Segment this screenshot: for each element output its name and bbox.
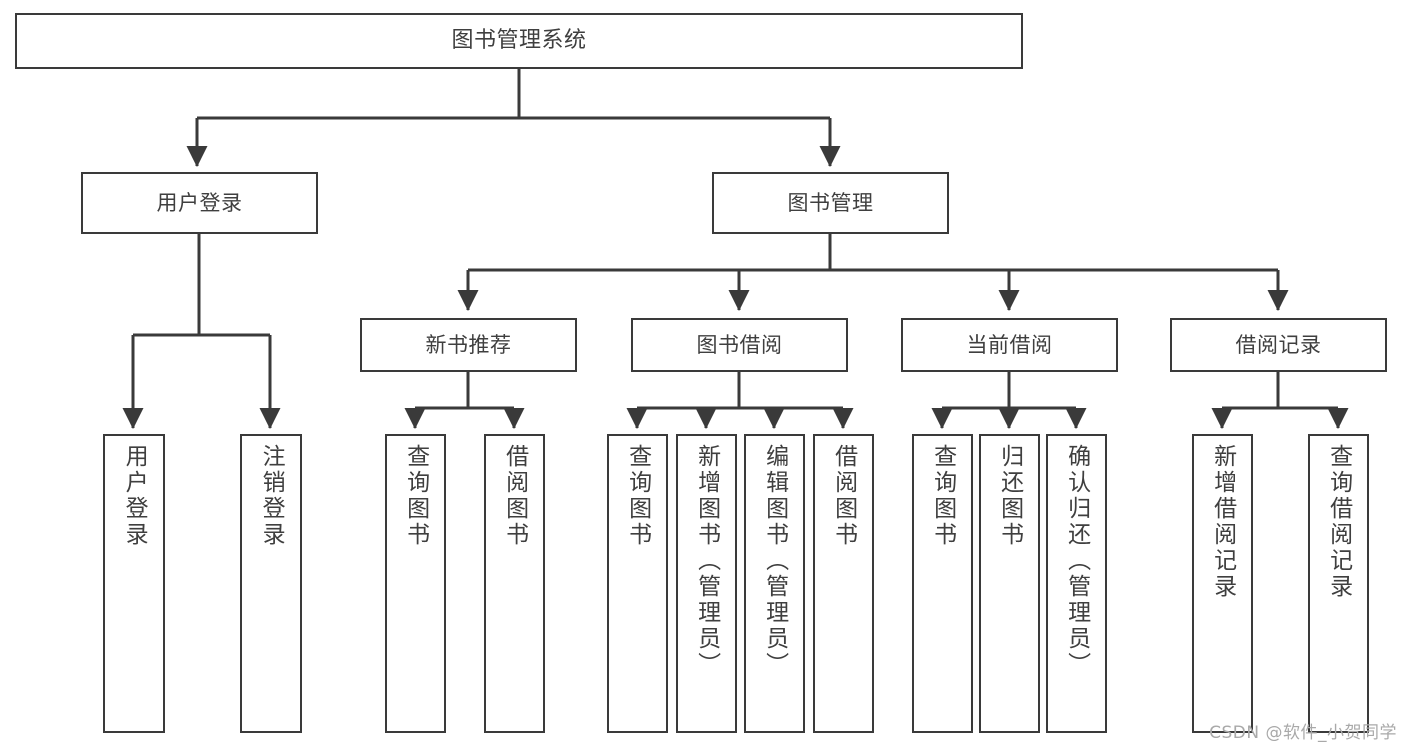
node-borrow-records[interactable]: 借阅记录 — [1170, 318, 1387, 372]
leaf-current-return-book[interactable]: 归还图书 — [979, 434, 1040, 733]
node-root-label: 图书管理系统 — [451, 28, 587, 54]
leaf-current-confirm-return[interactable]: 确认归还（管理员） — [1046, 434, 1107, 733]
node-root[interactable]: 图书管理系统 — [15, 13, 1023, 69]
node-user-login-label: 用户登录 — [156, 190, 243, 215]
node-user-login[interactable]: 用户登录 — [81, 172, 318, 234]
leaf-borrow-edit-book-label: 编辑图书（管理员） — [761, 444, 788, 678]
leaf-borrow-add-book[interactable]: 新增图书（管理员） — [676, 434, 737, 733]
leaf-logout[interactable]: 注销登录 — [240, 434, 302, 733]
leaf-borrow-borrow-book-label: 借阅图书 — [830, 444, 857, 548]
node-book-management-label: 图书管理 — [787, 190, 874, 215]
node-current-borrow-label: 当前借阅 — [966, 332, 1053, 357]
leaf-newbook-query-book-label: 查询图书 — [402, 444, 429, 548]
leaf-records-query-record-label: 查询借阅记录 — [1325, 444, 1352, 600]
leaf-borrow-query-book[interactable]: 查询图书 — [607, 434, 668, 733]
leaf-newbook-query-book[interactable]: 查询图书 — [385, 434, 446, 733]
leaf-borrow-borrow-book[interactable]: 借阅图书 — [813, 434, 874, 733]
leaf-newbook-borrow-book[interactable]: 借阅图书 — [484, 434, 545, 733]
leaf-logout-label: 注销登录 — [258, 444, 285, 548]
node-book-management[interactable]: 图书管理 — [712, 172, 949, 234]
leaf-borrow-add-book-label: 新增图书（管理员） — [693, 444, 720, 678]
leaf-records-add-record[interactable]: 新增借阅记录 — [1192, 434, 1253, 733]
node-borrow-records-label: 借阅记录 — [1235, 332, 1322, 357]
node-new-book-recommend-label: 新书推荐 — [425, 332, 512, 357]
leaf-current-query-book-label: 查询图书 — [929, 444, 956, 548]
leaf-current-confirm-return-label: 确认归还（管理员） — [1063, 444, 1090, 678]
leaf-records-add-record-label: 新增借阅记录 — [1209, 444, 1236, 600]
leaf-current-return-book-label: 归还图书 — [996, 444, 1023, 548]
node-new-book-recommend[interactable]: 新书推荐 — [360, 318, 577, 372]
leaf-records-query-record[interactable]: 查询借阅记录 — [1308, 434, 1369, 733]
leaf-user-login-label: 用户登录 — [121, 444, 148, 548]
node-current-borrow[interactable]: 当前借阅 — [901, 318, 1118, 372]
node-book-borrow[interactable]: 图书借阅 — [631, 318, 848, 372]
node-book-borrow-label: 图书借阅 — [696, 332, 783, 357]
leaf-current-query-book[interactable]: 查询图书 — [912, 434, 973, 733]
leaf-newbook-borrow-book-label: 借阅图书 — [501, 444, 528, 548]
leaf-borrow-edit-book[interactable]: 编辑图书（管理员） — [744, 434, 805, 733]
leaf-user-login[interactable]: 用户登录 — [103, 434, 165, 733]
leaf-borrow-query-book-label: 查询图书 — [624, 444, 651, 548]
